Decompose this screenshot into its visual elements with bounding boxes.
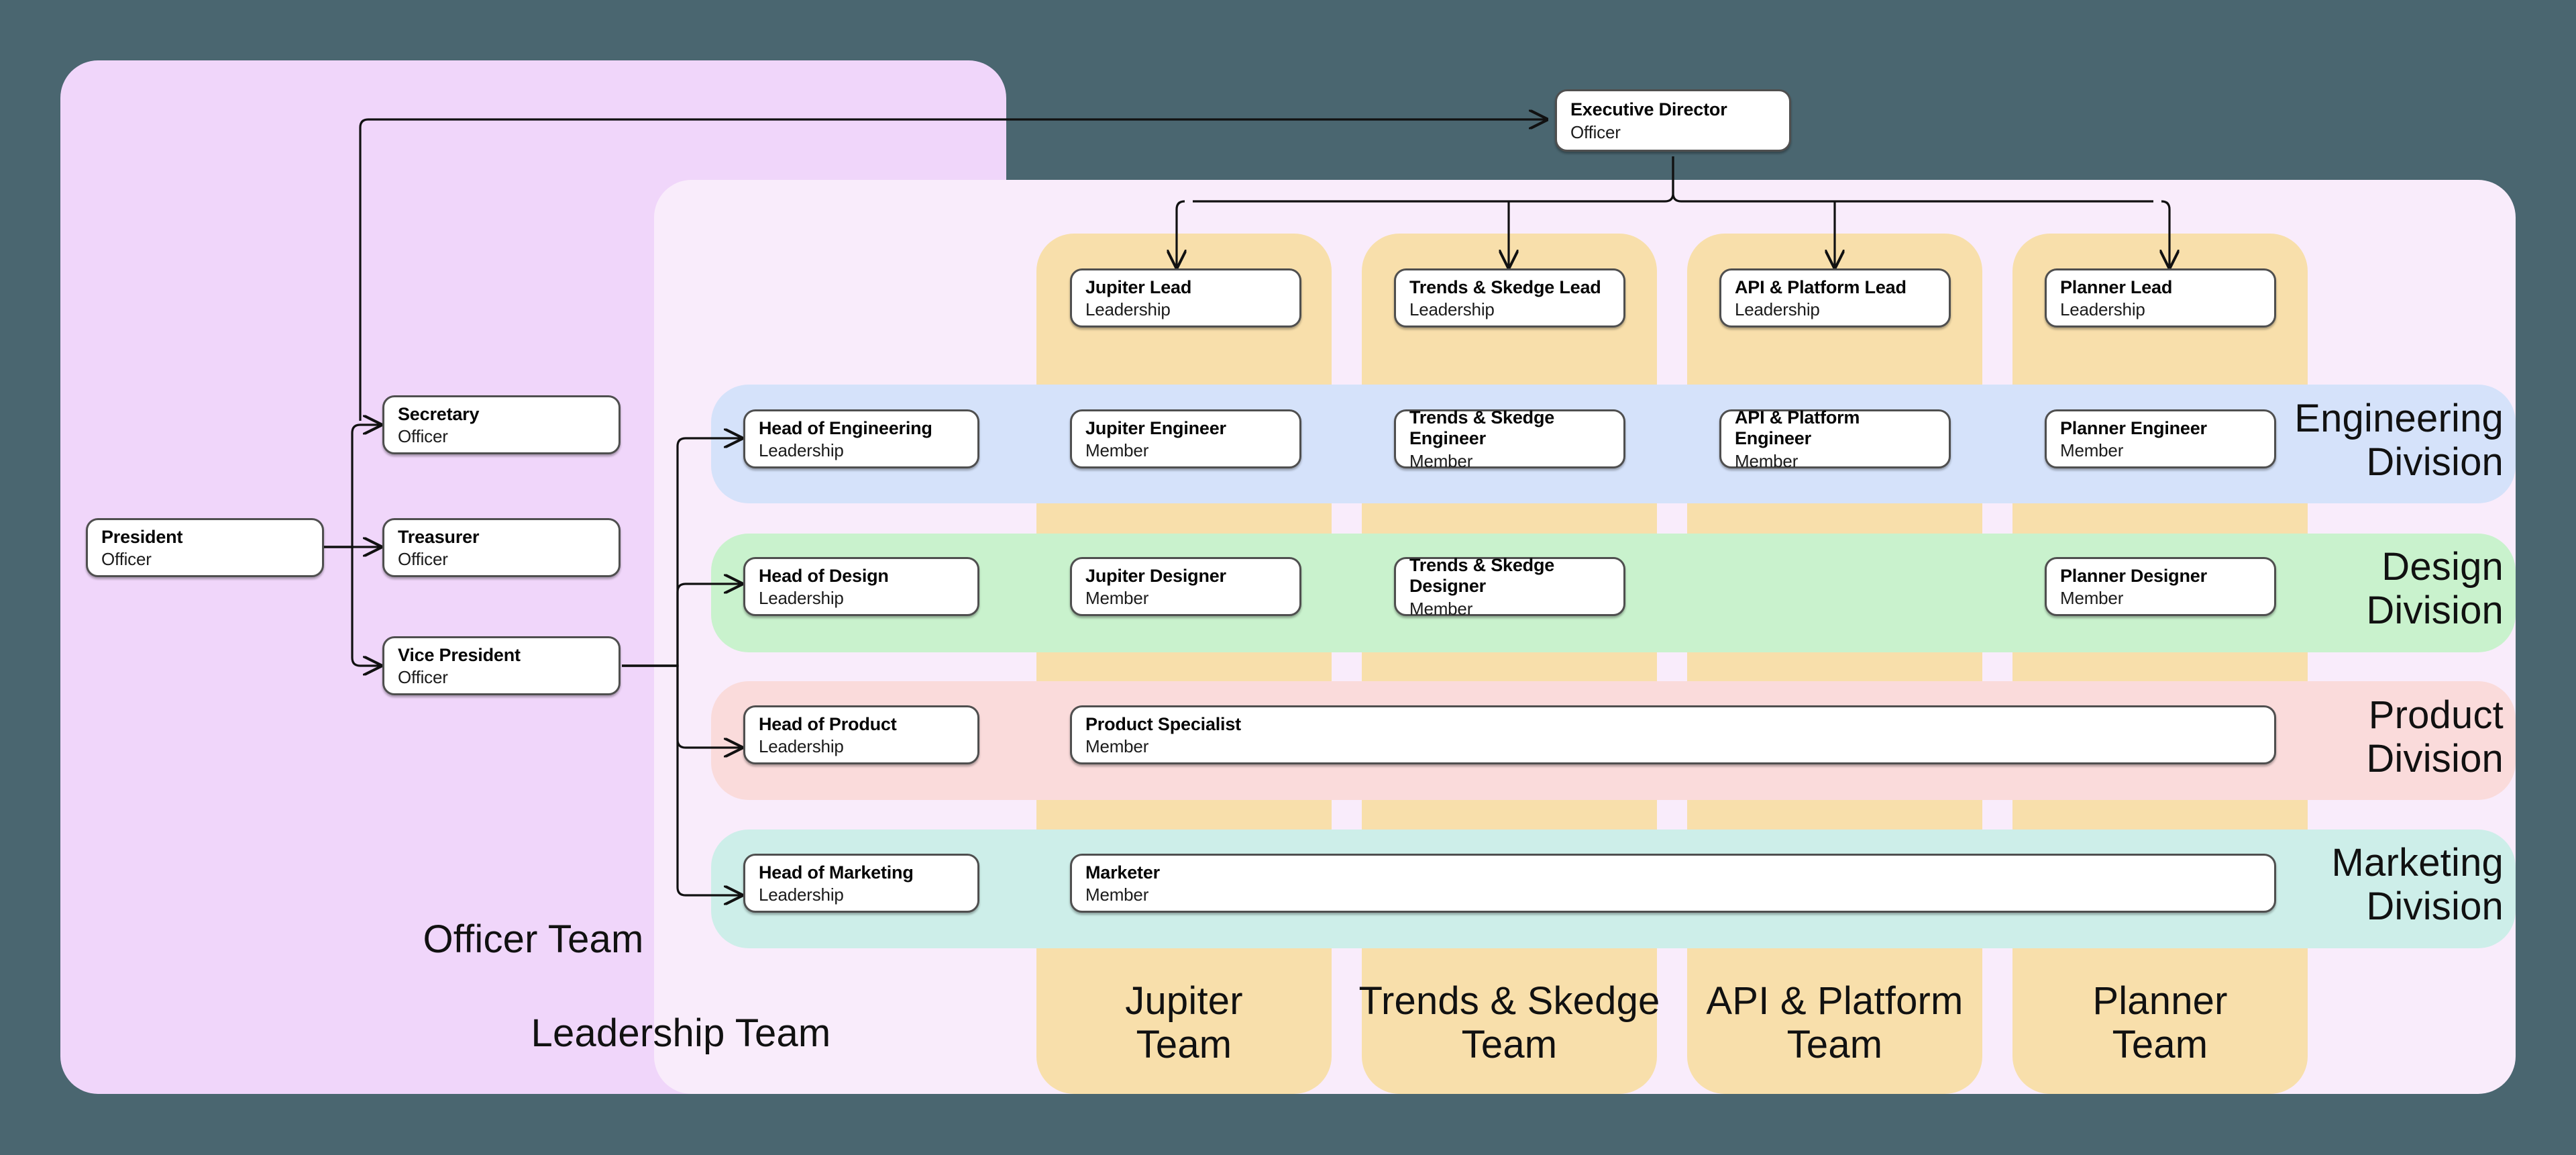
node-marketer[interactable]: Marketer Member	[1070, 854, 2276, 913]
node-role: Leadership	[1409, 299, 1495, 320]
node-product-specialist[interactable]: Product Specialist Member	[1070, 705, 2276, 764]
node-role: Member	[1409, 450, 1473, 471]
node-jupiter-engineer[interactable]: Jupiter Engineer Member	[1070, 409, 1301, 468]
node-role: Member	[2060, 588, 2124, 609]
node-title: Head of Marketing	[759, 862, 914, 883]
node-role: Leadership	[1735, 299, 1820, 320]
group-team-planner	[2012, 234, 2308, 1094]
node-role: Officer	[101, 549, 152, 570]
node-title: Trends & Skedge Engineer	[1409, 407, 1555, 448]
group-label-leadership-team: Leadership Team	[531, 1011, 831, 1055]
group-label-division-engineering: Engineering Division	[2294, 397, 2504, 484]
node-role: Member	[1085, 588, 1149, 609]
node-planner-engineer[interactable]: Planner Engineer Member	[2045, 409, 2276, 468]
node-title: Planner Engineer	[2060, 417, 2207, 438]
node-role: Officer	[398, 426, 448, 447]
node-secretary[interactable]: Secretary Officer	[382, 395, 621, 454]
node-role: Member	[1409, 598, 1473, 619]
node-api-platform-lead[interactable]: API & Platform Lead Leadership	[1719, 268, 1951, 328]
node-head-of-product[interactable]: Head of Product Leadership	[743, 705, 979, 764]
group-label-team-trends-skedge: Trends & Skedge Team	[1358, 979, 1660, 1066]
node-title: Executive Director	[1570, 99, 1727, 120]
node-title: API & Platform Lead	[1735, 277, 1907, 297]
node-title: API & Platform Engineer	[1735, 407, 1860, 448]
group-team-jupiter	[1036, 234, 1332, 1094]
group-label-team-planner: Planner Team	[2092, 979, 2228, 1066]
group-label-team-jupiter: Jupiter Team	[1125, 979, 1243, 1066]
group-team-api-platform	[1687, 234, 1982, 1094]
node-api-platform-engineer[interactable]: API & Platform Engineer Member	[1719, 407, 1951, 471]
node-role: Member	[1085, 736, 1149, 757]
node-title: Planner Designer	[2060, 565, 2207, 586]
node-title: Head of Product	[759, 713, 897, 734]
node-vice-president[interactable]: Vice President Officer	[382, 636, 621, 695]
group-label-team-api-platform: API & Platform Team	[1706, 979, 1964, 1066]
node-title: Jupiter Engineer	[1085, 417, 1226, 438]
node-title: Head of Engineering	[759, 417, 932, 438]
node-title: Jupiter Lead	[1085, 277, 1192, 297]
node-planner-lead[interactable]: Planner Lead Leadership	[2045, 268, 2276, 328]
node-role: Leadership	[2060, 299, 2145, 320]
group-team-trends-skedge	[1362, 234, 1657, 1094]
node-planner-designer[interactable]: Planner Designer Member	[2045, 557, 2276, 616]
node-role: Leadership	[759, 588, 844, 609]
node-role: Leadership	[759, 885, 844, 905]
node-jupiter-designer[interactable]: Jupiter Designer Member	[1070, 557, 1301, 616]
node-role: Member	[1085, 440, 1149, 461]
node-title: Head of Design	[759, 565, 889, 586]
node-title: Product Specialist	[1085, 713, 1241, 734]
node-trends-skedge-engineer[interactable]: Trends & Skedge Engineer Member	[1394, 407, 1625, 471]
node-head-of-design[interactable]: Head of Design Leadership	[743, 557, 979, 616]
group-label-division-product: Product Division	[2366, 693, 2504, 781]
node-president[interactable]: President Officer	[86, 518, 324, 577]
node-title: Marketer	[1085, 862, 1160, 883]
node-title: President	[101, 526, 183, 547]
node-title: Treasurer	[398, 526, 480, 547]
node-title: Planner Lead	[2060, 277, 2173, 297]
node-jupiter-lead[interactable]: Jupiter Lead Leadership	[1070, 268, 1301, 328]
node-executive-director[interactable]: Executive Director Officer	[1555, 89, 1791, 152]
node-role: Leadership	[759, 736, 844, 757]
node-head-of-marketing[interactable]: Head of Marketing Leadership	[743, 854, 979, 913]
node-treasurer[interactable]: Treasurer Officer	[382, 518, 621, 577]
node-role: Leadership	[1085, 299, 1171, 320]
node-head-of-engineering[interactable]: Head of Engineering Leadership	[743, 409, 979, 468]
node-role: Leadership	[759, 440, 844, 461]
node-title: Vice President	[398, 644, 521, 665]
node-role: Member	[2060, 440, 2124, 461]
group-label-division-design: Design Division	[2366, 545, 2504, 632]
node-title: Secretary	[398, 403, 480, 424]
node-role: Officer	[1570, 121, 1621, 142]
node-title: Jupiter Designer	[1085, 565, 1226, 586]
node-role: Officer	[398, 549, 448, 570]
group-label-officer-team: Officer Team	[423, 917, 644, 961]
node-trends-skedge-designer[interactable]: Trends & Skedge Designer Member	[1394, 555, 1625, 619]
node-trends-skedge-lead[interactable]: Trends & Skedge Lead Leadership	[1394, 268, 1625, 328]
node-title: Trends & Skedge Designer	[1409, 555, 1555, 596]
group-label-division-marketing: Marketing Division	[2331, 841, 2504, 928]
node-role: Member	[1735, 450, 1799, 471]
node-role: Member	[1085, 885, 1149, 905]
node-role: Officer	[398, 667, 448, 688]
node-title: Trends & Skedge Lead	[1409, 277, 1601, 297]
